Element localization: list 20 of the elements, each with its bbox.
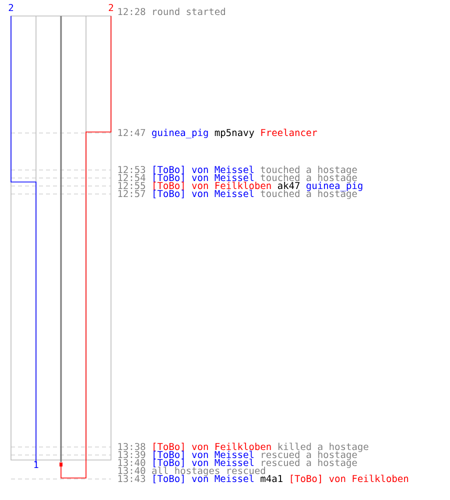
team-count: 2: [108, 4, 114, 11]
team-count: 1: [34, 461, 38, 468]
label: [ToBo] von Feilkloben: [154, 182, 271, 190]
label: 12:55: [118, 182, 146, 190]
label: 13:43: [118, 474, 146, 482]
label: ak47: [278, 182, 300, 190]
label: 12:47: [118, 128, 146, 136]
label: [ToBo] von Meissel: [154, 474, 254, 484]
log-entry: 12:57 [ToBo] von Meissel touched a hostage: [118, 190, 357, 200]
log-entry: 12:28 round started: [118, 8, 225, 16]
label: mp5navy: [214, 129, 254, 138]
label: guinea_pig: [152, 128, 208, 138]
label: [ToBo] von Feilkloben: [290, 474, 408, 484]
log-entry: 13:40 [ToBo] von Meissel rescued a hostage: [118, 458, 357, 468]
log-entry: 13:43 [ToBo] von Meissel m4a1 [ToBo] von Feilkloben: [118, 474, 408, 484]
label: Freelancer: [261, 128, 318, 136]
team-count: 2: [8, 4, 14, 11]
label: m4a1: [260, 475, 282, 482]
label: guinea_pig: [306, 182, 362, 192]
log-entry: 12:47 guinea_pig mp5navy Freelancer: [118, 128, 318, 138]
